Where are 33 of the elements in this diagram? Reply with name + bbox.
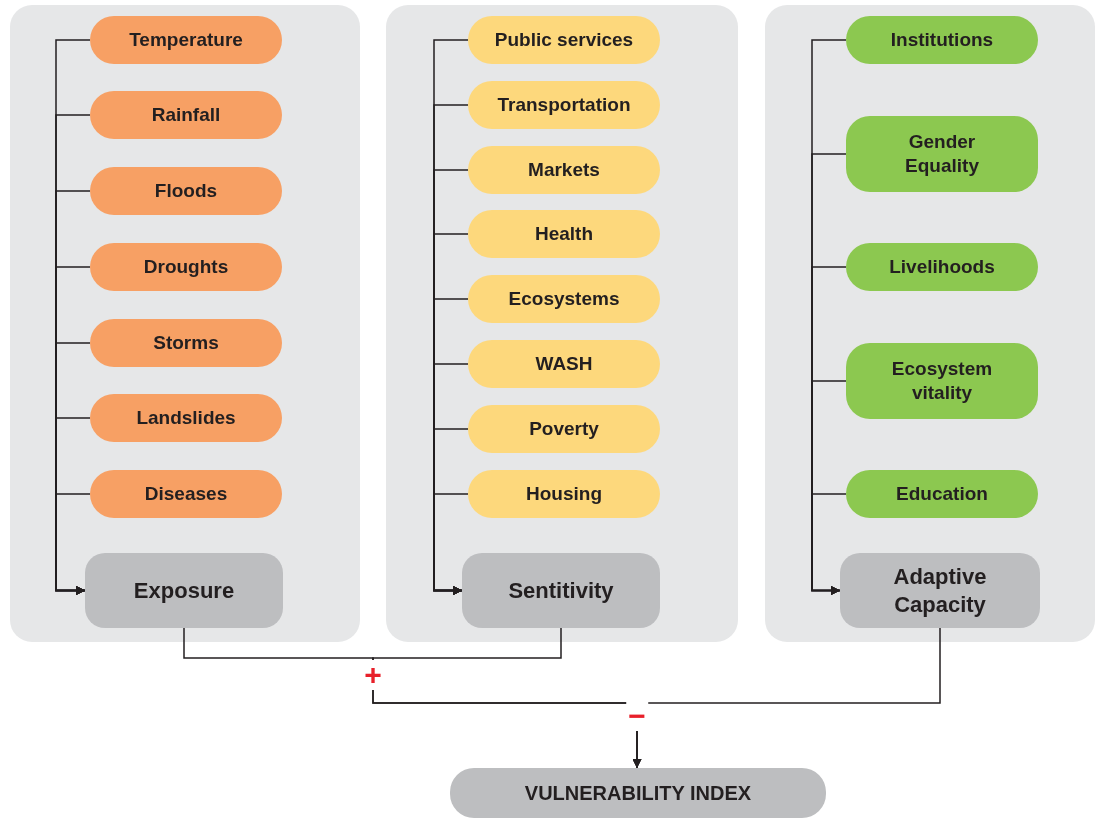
factor-pill: Temperature (90, 16, 282, 64)
factor-pill: Diseases (90, 470, 282, 518)
connector-arrow (55, 493, 91, 595)
connector-arrow (811, 493, 847, 595)
factor-pill: Markets (468, 146, 660, 194)
factor-pill: Transportation (468, 81, 660, 129)
factor-pill: Institutions (846, 16, 1038, 64)
connector-arrow (632, 627, 941, 769)
factor-pill: Gender Equality (846, 116, 1038, 192)
panel-background (10, 5, 360, 642)
index-box: VULNERABILITY INDEX (450, 768, 826, 818)
factor-pill: Droughts (90, 243, 282, 291)
summary-box: Sentitivity (462, 553, 660, 628)
summary-box: Adaptive Capacity (840, 553, 1040, 628)
factor-pill: WASH (468, 340, 660, 388)
factor-pill: Ecosystems (468, 275, 660, 323)
factor-pill: Floods (90, 167, 282, 215)
factor-pill: Education (846, 470, 1038, 518)
panel-background (765, 5, 1095, 642)
factor-pill: Health (468, 210, 660, 258)
factor-pill: Storms (90, 319, 282, 367)
factor-pill: Housing (468, 470, 660, 518)
summary-box: Exposure (85, 553, 283, 628)
factor-pill: Livelihoods (846, 243, 1038, 291)
connector-arrow (433, 493, 469, 595)
panel-background (386, 5, 738, 642)
factor-pill: Ecosystem vitality (846, 343, 1038, 419)
sign-label: − (626, 701, 648, 731)
sign-label: + (362, 660, 384, 690)
factor-pill: Landslides (90, 394, 282, 442)
factor-pill: Public services (468, 16, 660, 64)
factor-pill: Poverty (468, 405, 660, 453)
factor-pill: Rainfall (90, 91, 282, 139)
